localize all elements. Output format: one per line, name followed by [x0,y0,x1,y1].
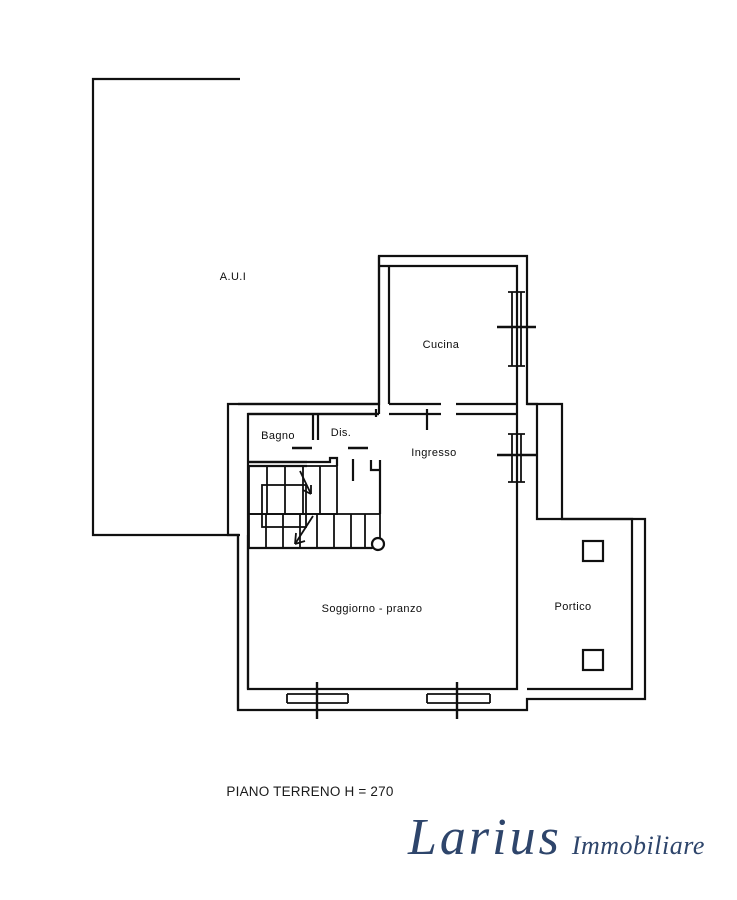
portico-column-south [581,648,605,672]
room-label-portico: Portico [554,601,591,613]
window-soggiorno-south-left [286,682,349,719]
window-cucina-east [497,291,536,367]
room-label-soggiorno: Soggiorno - pranzo [322,603,423,615]
room-label-disimpegno: Dis. [331,427,352,439]
wall-west-soggiorno [236,535,250,710]
room-label-bagno: Bagno [261,430,295,442]
room-label-ingresso: Ingresso [411,447,456,459]
building-outer-wall [226,254,647,712]
window-soggiorno-south-right [426,682,491,719]
brand-logo: Larius Immobiliare [408,812,728,882]
plan-caption: PIANO TERRENO H = 270 [226,784,394,799]
brand-name-sub: Immobiliare [571,831,705,860]
stair-direction-arrow-lower [294,515,314,545]
wall-bagno-disimpegno [238,402,379,468]
room-outline-aui [91,77,240,537]
wall-cucina-partition [377,256,517,416]
stair-newel-post [370,536,386,552]
portico-column-north [581,539,605,563]
brand-name-main: Larius [408,809,562,866]
room-outline-portico [527,402,634,691]
room-label-cucina: Cucina [423,339,460,351]
internal-staircase [248,456,382,550]
window-ingresso-east [497,433,536,483]
room-label-aui: A.U.I [220,271,246,283]
stair-direction-arrow-upper [299,470,312,495]
